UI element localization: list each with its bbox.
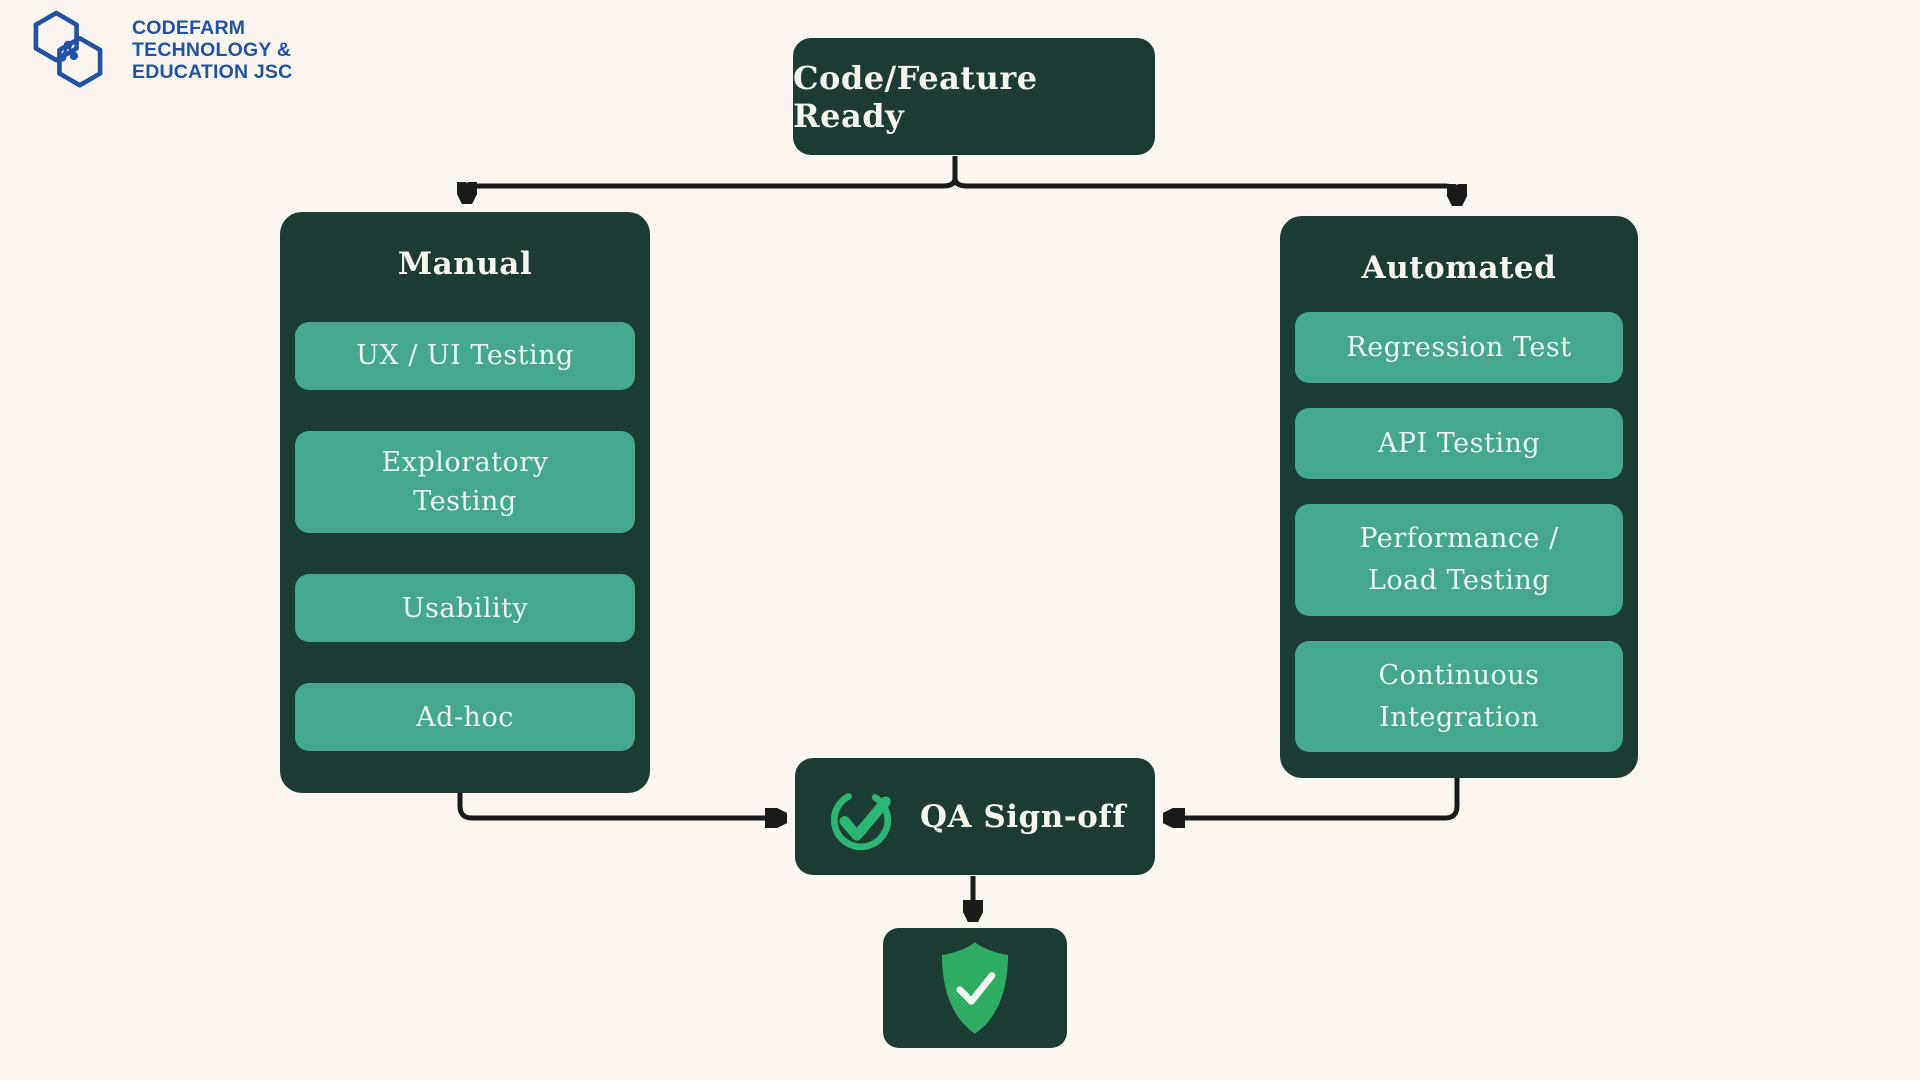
group-automated: Automated Regression Test API Testing Pe… — [1280, 216, 1638, 778]
logo-line-2: TECHNOLOGY & — [132, 38, 292, 61]
item-performance-load-testing: Performance / Load Testing — [1295, 504, 1623, 616]
logo-text: CODEFARM TECHNOLOGY & EDUCATION JSC — [132, 17, 292, 83]
shield-check-icon — [941, 942, 1009, 1034]
connector-manual-to-signoff — [457, 791, 783, 818]
node-qa-signoff-label: QA Sign-off — [920, 798, 1126, 835]
logo-line-1: CODEFARM — [132, 16, 246, 39]
check-circle-icon — [830, 789, 892, 850]
item-ad-hoc: Ad-hoc — [295, 683, 635, 752]
node-shield — [883, 928, 1067, 1048]
node-code-feature-ready: Code/Feature Ready — [793, 38, 1155, 155]
item-ux-ui-testing: UX / UI Testing — [295, 322, 635, 390]
item-continuous-integration: Continuous Integration — [1295, 640, 1623, 753]
group-manual: Manual UX / UI Testing Exploratory Testi… — [280, 212, 650, 793]
connector-to-manual — [467, 177, 958, 200]
hexagons-network-icon — [33, 10, 103, 88]
connector-to-automated — [952, 177, 1457, 202]
item-api-testing: API Testing — [1295, 408, 1623, 479]
logo: CODEFARM TECHNOLOGY & EDUCATION JSC — [26, 8, 292, 92]
group-automated-items: Regression Test API Testing Performance … — [1280, 312, 1638, 753]
group-manual-items: UX / UI Testing Exploratory Testing Usab… — [280, 322, 650, 752]
node-qa-signoff: QA Sign-off — [795, 758, 1155, 875]
connector-automated-to-signoff — [1167, 776, 1460, 818]
item-regression-test: Regression Test — [1295, 312, 1623, 383]
group-manual-title: Manual — [397, 246, 533, 282]
node-code-feature-ready-label: Code/Feature Ready — [793, 58, 1038, 135]
logo-line-3: EDUCATION JSC — [132, 61, 293, 84]
item-usability: Usability — [295, 574, 635, 643]
group-automated-title: Automated — [1361, 250, 1557, 286]
item-exploratory-testing: Exploratory Testing — [295, 431, 635, 534]
